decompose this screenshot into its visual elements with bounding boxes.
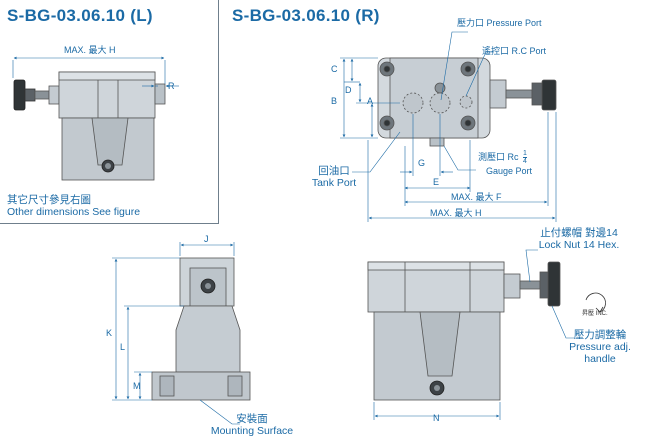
- bottom-left-dimensions: [112, 242, 240, 425]
- dim-e: E: [433, 177, 440, 187]
- callout-gauge-port-en: Gauge Port: [486, 166, 533, 176]
- gauge-port-text: 測壓口 Rc: [478, 151, 519, 162]
- left-view-frame: [0, 0, 219, 224]
- callout-rc-port: 遙控口 R.C Port: [482, 46, 547, 56]
- bottom-left-valve-drawing: [151, 257, 251, 401]
- left-title: S-BG-03.06.10 (L): [7, 6, 153, 25]
- dim-l: L: [120, 342, 126, 352]
- dim-r: R: [168, 81, 175, 91]
- mounting-en: Mounting Surface: [210, 425, 294, 438]
- gauge-port-fraction-den: 4: [523, 157, 527, 165]
- dim-j: J: [204, 234, 209, 244]
- dim-g: G: [418, 158, 426, 168]
- callout-tank-port: 回油口 Tank Port: [306, 165, 362, 189]
- left-dimensions: [12, 56, 179, 88]
- tank-port-en: Tank Port: [311, 177, 357, 190]
- note-other-dims-zh: 其它尺寸參見右圖: [7, 194, 91, 206]
- dim-k: K: [106, 328, 113, 338]
- gauge-port-fraction-num: 1: [523, 150, 527, 157]
- gauge-port-fraction: 1 4: [523, 150, 527, 165]
- adj-zh: 壓力調整輪: [573, 329, 627, 341]
- dim-c: C: [331, 64, 338, 74]
- dim-m: M: [133, 381, 141, 391]
- bottom-right-valve-drawing: [367, 261, 561, 401]
- dim-a: A: [367, 96, 374, 106]
- dim-max-h-right: MAX. 最大 H: [430, 208, 482, 218]
- right-title: S-BG-03.06.10 (R): [232, 6, 380, 25]
- right-top-valve-drawing: [377, 57, 557, 147]
- callout-pressure-port: 壓力口 Pressure Port: [457, 18, 542, 28]
- dim-max-h-left: MAX. 最大 H: [64, 45, 116, 55]
- callout-pressure-adj-handle: 壓力調整輪 Pressure adj. handle: [560, 329, 640, 365]
- adj-en1: Pressure adj.: [569, 341, 631, 354]
- dim-d: D: [345, 85, 352, 95]
- right-top-dimensions: [340, 31, 557, 222]
- callout-gauge-port: 測壓口 Rc 1 4: [478, 150, 527, 165]
- bottom-right-dimensions: [373, 249, 606, 420]
- label-inc: 昇壓 INC.: [582, 311, 608, 317]
- note-other-dims-en: Other dimensions See figure: [7, 206, 141, 218]
- mounting-zh: 安裝面: [236, 413, 268, 425]
- tank-port-zh: 回油口: [318, 165, 350, 177]
- adj-en2: handle: [584, 353, 616, 366]
- callout-mounting-surface: 安裝面 Mounting Surface: [202, 413, 302, 437]
- lock-nut-zh: 止付螺帽 對邊14: [540, 227, 618, 239]
- left-valve-drawing: [13, 71, 166, 181]
- dim-max-f: MAX. 最大 F: [451, 192, 502, 202]
- dim-b: B: [331, 96, 338, 106]
- dim-n: N: [433, 413, 440, 423]
- lock-nut-en: Lock Nut 14 Hex.: [538, 239, 620, 252]
- callout-lock-nut: 止付螺帽 對邊14 Lock Nut 14 Hex.: [532, 227, 626, 251]
